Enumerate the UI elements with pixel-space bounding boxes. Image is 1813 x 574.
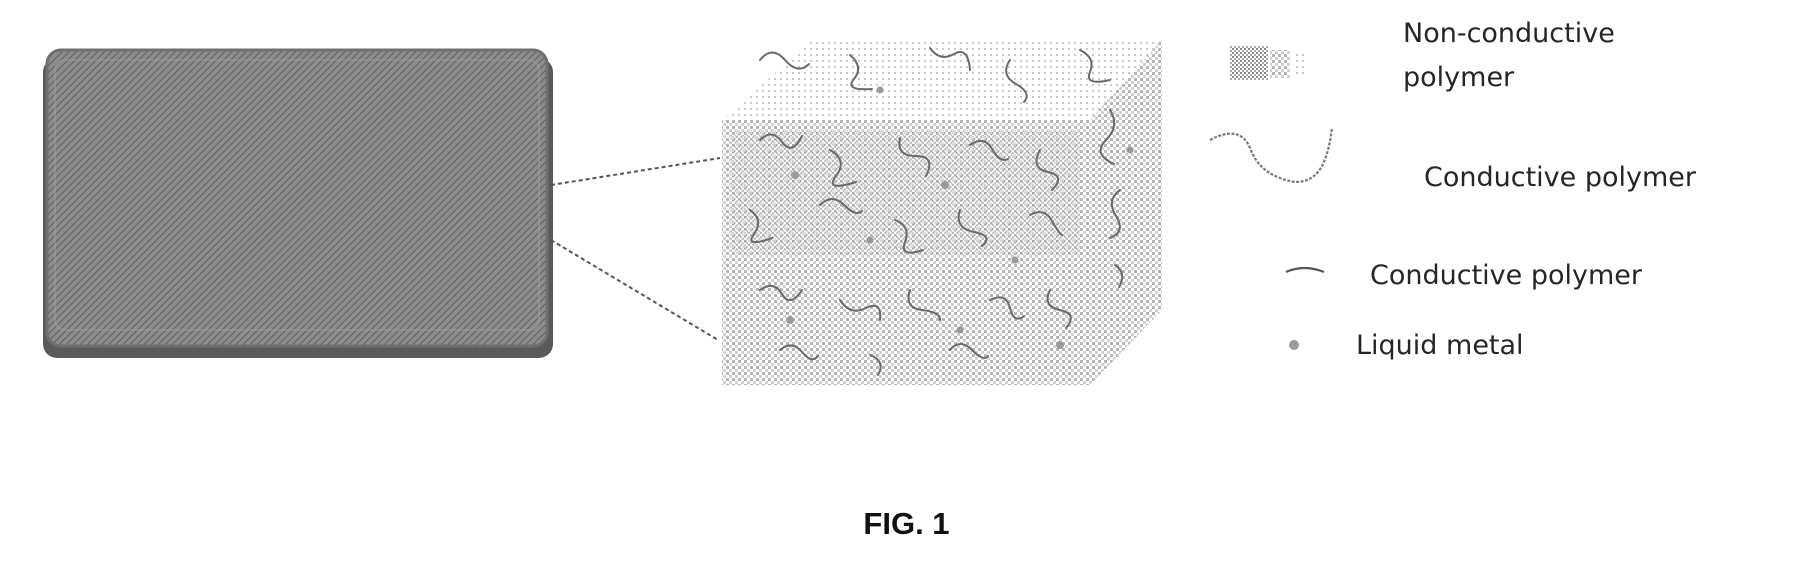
figure-caption: FIG. 1 xyxy=(0,506,1813,542)
composite-slab xyxy=(43,50,553,358)
microstructure-cube xyxy=(722,40,1162,385)
legend-long-chain-icon xyxy=(1210,128,1332,182)
zoom-lines xyxy=(551,158,720,340)
legend-label-conductive-polymer-short: Conductive polymer xyxy=(1370,258,1642,294)
legend-short-chain-icon xyxy=(1286,268,1324,272)
legend-label-non-conductive-line2: polymer xyxy=(1403,60,1514,96)
legend-liquid-metal-icon xyxy=(1289,340,1299,350)
legend-label-liquid-metal: Liquid metal xyxy=(1356,328,1524,364)
legend-label-conductive-polymer-chain: Conductive polymer xyxy=(1424,160,1696,196)
legend-label-non-conductive-line1: Non-conductive xyxy=(1403,16,1615,52)
legend-swatch-non-conductive xyxy=(1230,46,1307,80)
